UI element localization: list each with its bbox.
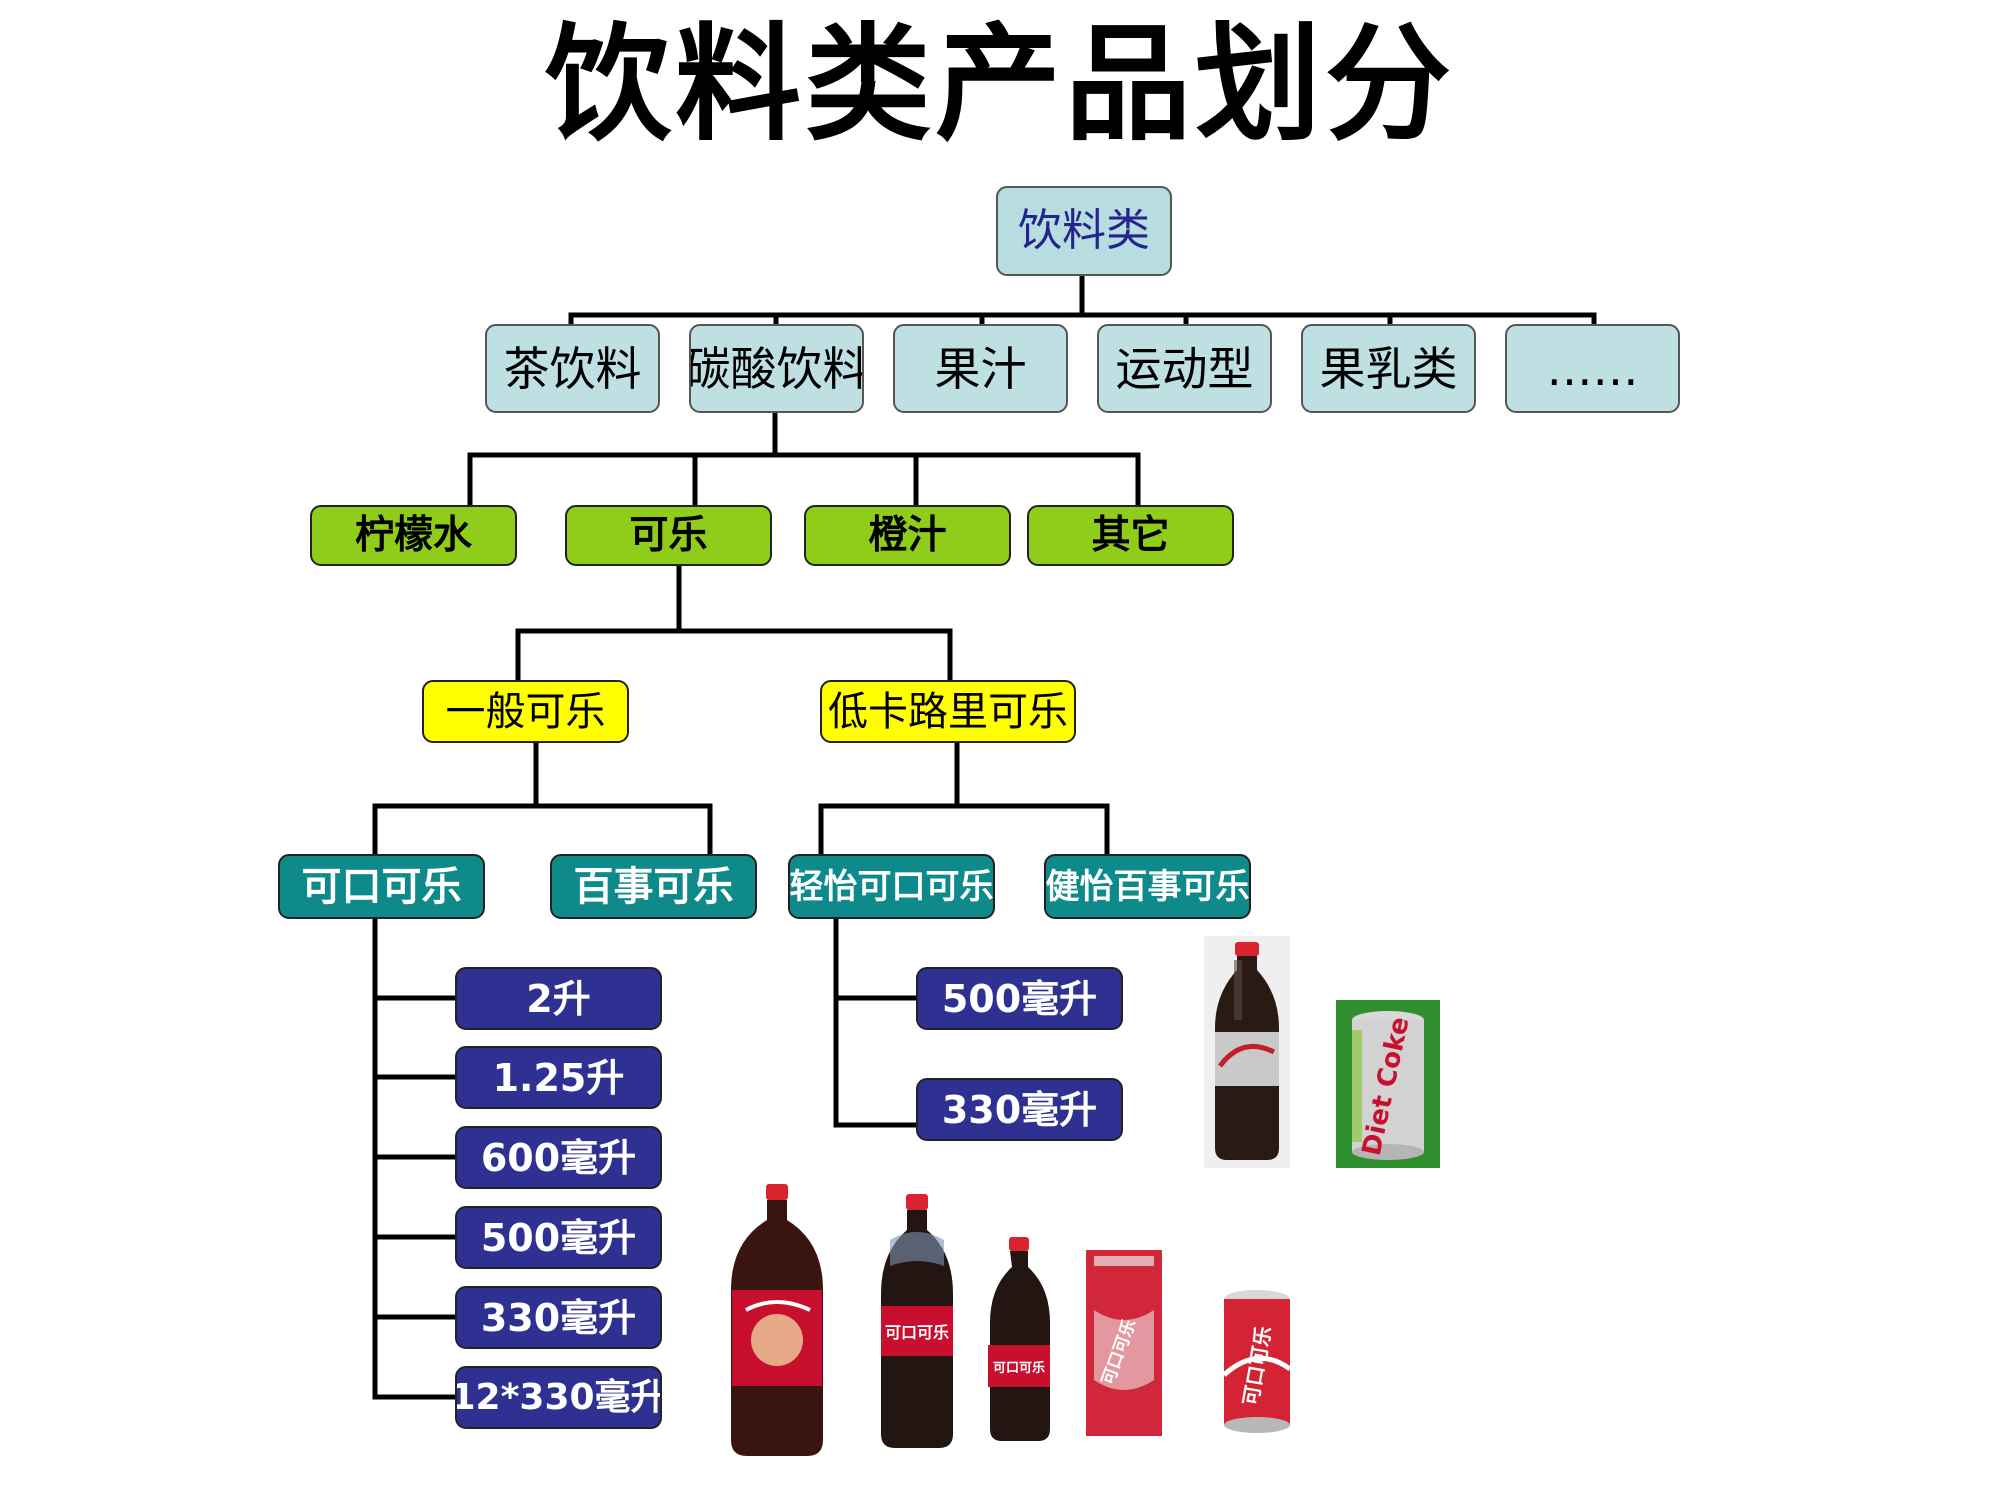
node-size-600ml: 600毫升 [455, 1126, 662, 1189]
node-type-lemonade-label: 柠檬水 [354, 513, 472, 558]
node-category-juice-label: 果汁 [934, 341, 1027, 396]
coke-1-25l-bottle-photo: 可口可乐 [881, 1194, 953, 1448]
coke-330ml-can-photo: 可口可乐 [1222, 1290, 1292, 1433]
node-brand-coca-cola-light: 轻怡可口可乐 [788, 854, 995, 919]
node-brand-pepsi-label: 百事可乐 [573, 863, 734, 910]
node-category-carbonated: 碳酸饮料 [689, 324, 864, 413]
node-type-orange-label: 橙汁 [868, 513, 947, 558]
node-diet-size-330ml: 330毫升 [916, 1078, 1123, 1141]
node-type-lemonade: 柠檬水 [310, 505, 517, 566]
node-size-12x330ml: 12*330毫升 [455, 1366, 662, 1429]
node-brand-diet-pepsi-label: 健怡百事可乐 [1045, 866, 1250, 907]
node-category-sports: 运动型 [1097, 324, 1272, 413]
node-root: 饮料类 [996, 186, 1172, 276]
node-cola-regular-label: 一般可乐 [445, 688, 606, 735]
node-brand-diet-pepsi: 健怡百事可乐 [1044, 854, 1251, 919]
node-type-orange: 橙汁 [804, 505, 1011, 566]
node-size-500ml-label: 500毫升 [480, 1215, 637, 1260]
node-cola-diet: 低卡路里可乐 [820, 680, 1076, 743]
node-diet-size-500ml-label: 500毫升 [941, 976, 1098, 1021]
node-size-600ml-label: 600毫升 [480, 1135, 637, 1180]
coke-2l-bottle-photo [731, 1184, 823, 1456]
node-size-2l-label: 2升 [526, 976, 591, 1021]
node-category-tea: 茶饮料 [485, 324, 660, 413]
coke-slim-can-photo: 可口可乐 [1086, 1250, 1162, 1436]
node-size-500ml: 500毫升 [455, 1206, 662, 1269]
node-cola-regular: 一般可乐 [422, 680, 629, 743]
coke-1-25l-bottle-text: 可口可乐 [885, 1323, 949, 1342]
node-diet-size-330ml-label: 330毫升 [941, 1087, 1098, 1132]
node-category-fruit-milk-label: 果乳类 [1319, 341, 1458, 396]
node-diet-size-500ml: 500毫升 [916, 967, 1123, 1030]
node-type-other: 其它 [1027, 505, 1234, 566]
node-size-1-25l: 1.25升 [455, 1046, 662, 1109]
coke-600ml-bottle-photo: 可口可乐 [988, 1237, 1050, 1441]
node-brand-coca-cola-label: 可口可乐 [301, 863, 462, 910]
node-type-cola: 可乐 [565, 505, 772, 566]
node-category-more-label: …… [1546, 341, 1639, 396]
diet-coke-bottle-photo [1204, 936, 1290, 1168]
coke-600ml-bottle-text: 可口可乐 [993, 1360, 1045, 1376]
node-type-cola-label: 可乐 [629, 513, 708, 558]
node-size-12x330ml-label: 12*330毫升 [455, 1376, 662, 1418]
node-brand-pepsi: 百事可乐 [550, 854, 757, 919]
page-title: 饮料类产品划分 [545, 11, 1455, 158]
node-category-fruit-milk: 果乳类 [1301, 324, 1476, 413]
node-size-1-25l-label: 1.25升 [492, 1055, 625, 1100]
node-category-sports-label: 运动型 [1115, 341, 1254, 396]
node-size-330ml-label: 330毫升 [480, 1295, 637, 1340]
node-brand-coca-cola: 可口可乐 [278, 854, 485, 919]
node-category-carbonated-label: 碳酸饮料 [689, 341, 864, 396]
diet-coke-lime-can-photo: Diet Coke [1336, 1000, 1440, 1168]
node-category-tea-label: 茶饮料 [503, 341, 642, 396]
node-size-2l: 2升 [455, 967, 662, 1030]
node-category-more: …… [1505, 324, 1680, 413]
node-root-label: 饮料类 [1018, 205, 1150, 256]
node-type-other-label: 其它 [1091, 513, 1170, 558]
node-cola-diet-label: 低卡路里可乐 [828, 688, 1068, 735]
node-category-juice: 果汁 [893, 324, 1068, 413]
node-brand-coca-cola-light-label: 轻怡可口可乐 [789, 866, 994, 907]
node-size-330ml: 330毫升 [455, 1286, 662, 1349]
